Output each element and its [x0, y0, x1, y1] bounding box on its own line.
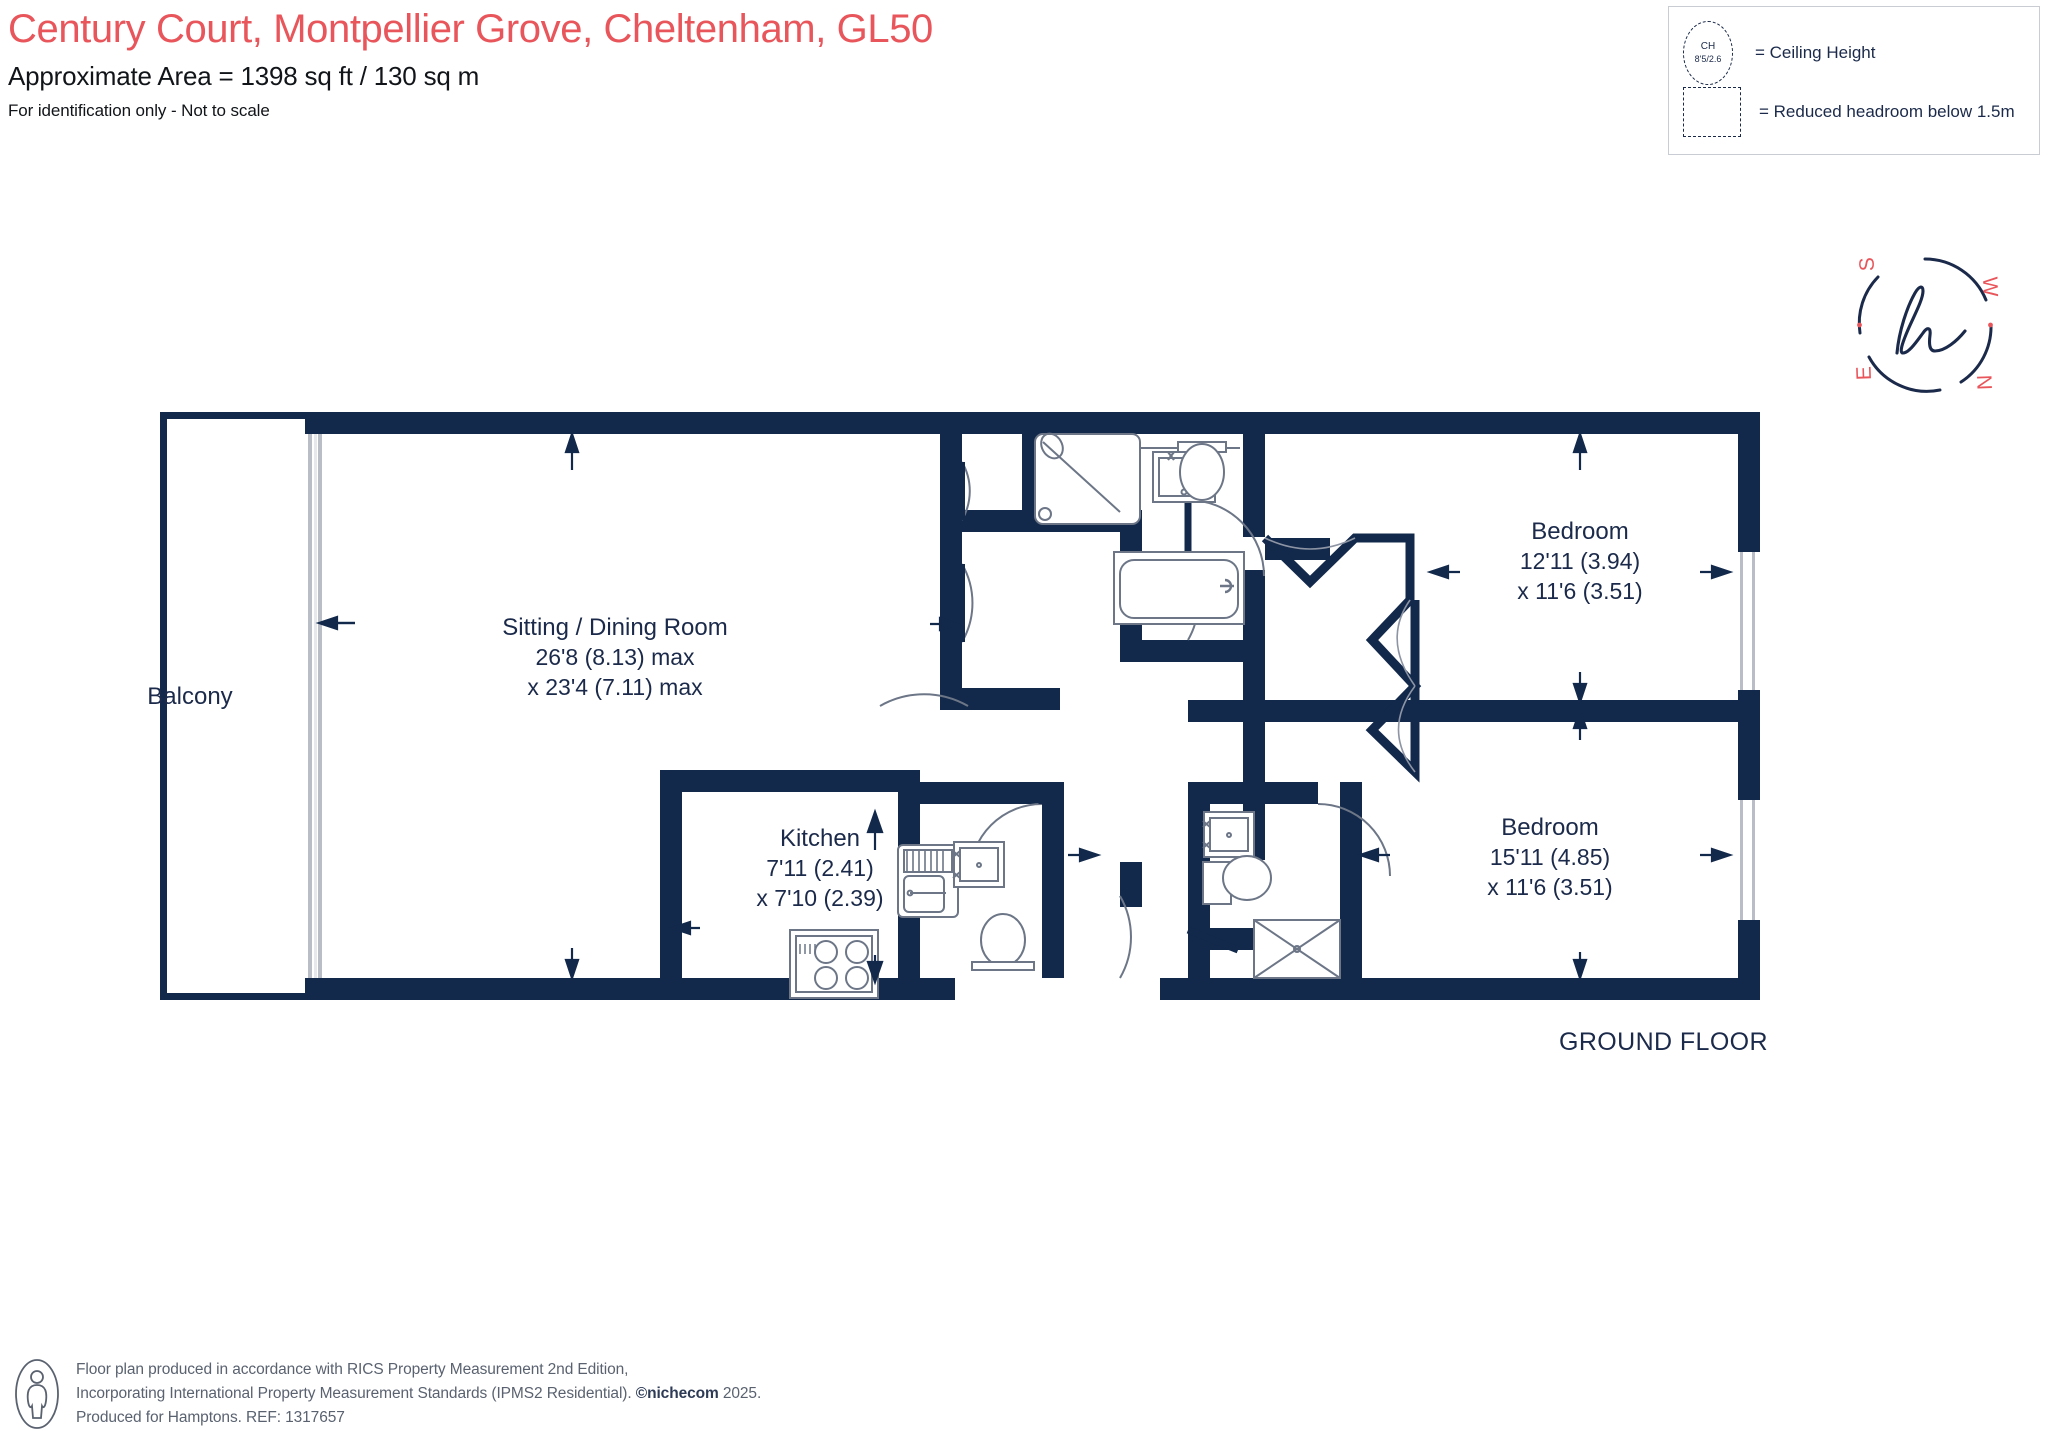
- room-dim1-sitting-dining: 26'8 (8.13) max: [535, 644, 695, 671]
- identification-notice: For identification only - Not to scale: [8, 101, 270, 121]
- wall-ensuite-top: [1188, 782, 1318, 804]
- legend-ceiling-height-label: = Ceiling Height: [1755, 43, 1876, 62]
- wardrobe-bifold-doors: [1261, 533, 1422, 783]
- ceiling-height-icon: CH 8'5/2.6: [1683, 21, 1733, 85]
- wall-hall-shower-divider: [962, 510, 1024, 532]
- approximate-area: Approximate Area = 1398 sq ft / 130 sq m: [8, 61, 480, 92]
- wall-kitchen-top: [660, 770, 920, 792]
- hamptons-monogram-icon: [1895, 285, 1967, 355]
- footer-line-2: Incorporating International Property Mea…: [76, 1382, 761, 1406]
- wall-exterior-bottom-right: [1160, 978, 1760, 1000]
- wall-wc-right: [1042, 782, 1064, 978]
- wall-kitchen-top-right: [940, 688, 1060, 710]
- room-dim2-bedroom-2: x 11'6 (3.51): [1487, 874, 1613, 901]
- wall-bedroom-divider: [1188, 700, 1740, 722]
- door-swing-sitting-hall: [879, 693, 969, 707]
- wall-exterior-right-mid: [1738, 690, 1760, 800]
- ceiling-height-symbol-bottom: 8'5/2.6: [1694, 53, 1722, 64]
- wall-bathroom-right-upper: [1243, 412, 1265, 537]
- room-name-sitting-dining: Sitting / Dining Room: [502, 614, 728, 641]
- page-title: Century Court, Montpellier Grove, Chelte…: [8, 7, 933, 51]
- wall-left-stub-top: [305, 412, 327, 434]
- compass-label-west: W: [1978, 276, 2002, 297]
- footer-year: 2025.: [722, 1385, 762, 1403]
- balcony-outline: [160, 412, 312, 1000]
- wc-basin-icon: [952, 841, 1005, 888]
- legend-reduced-headroom-label: = Reduced headroom below 1.5m: [1759, 102, 2015, 121]
- legend-box: CH 8'5/2.6 = Ceiling Height = Reduced he…: [1668, 6, 2040, 155]
- room-name-bedroom-1: Bedroom: [1531, 518, 1629, 545]
- bathtub-icon: [1113, 551, 1245, 625]
- room-dim2-sitting-dining: x 23'4 (7.11) max: [527, 674, 703, 701]
- floor-level-label: GROUND FLOOR: [1559, 1028, 1768, 1056]
- room-name-kitchen: Kitchen: [779, 825, 861, 852]
- cooker-hob-icon: [789, 929, 879, 999]
- footer: Floor plan produced in accordance with R…: [14, 1358, 761, 1430]
- walls-layer: [160, 412, 1760, 1000]
- kitchen-sink-icon: [897, 844, 959, 918]
- ensuite-basin-icon: [1202, 811, 1255, 858]
- wall-exterior-right-upper: [1738, 412, 1760, 552]
- compass-label-east: E: [1853, 366, 1876, 381]
- room-label-sitting-dining: Sitting / Dining Room 26'8 (8.13) max x …: [365, 612, 865, 703]
- wall-wc-top: [920, 782, 1045, 804]
- reduced-headroom-icon: [1683, 87, 1741, 137]
- wall-bathroom-bottom: [1120, 640, 1265, 662]
- window-right-upper: [1740, 552, 1755, 690]
- legend-reduced-headroom-row: = Reduced headroom below 1.5m: [1683, 87, 2015, 137]
- compass-tick-west: [1857, 322, 1862, 328]
- window-right-lower: [1740, 800, 1755, 920]
- footer-ipms-text: Incorporating International Property Mea…: [76, 1385, 632, 1403]
- footer-copyright: ©nichecom: [635, 1385, 719, 1403]
- room-label-bedroom-2: Bedroom 15'11 (4.85) x 11'6 (3.51): [1370, 812, 1730, 903]
- compass-tick-east: [1988, 322, 1993, 328]
- header: Century Court, Montpellier Grove, Chelte…: [8, 6, 1208, 121]
- shower-cubicle-icon: [1034, 432, 1141, 525]
- wc-toilet-icon: [971, 913, 1035, 971]
- door-swing-ensuite: [1317, 803, 1391, 877]
- ensuite-toilet-icon: [1202, 855, 1272, 905]
- dimension-arrows-layer: [315, 430, 1734, 986]
- footer-line-1: Floor plan produced in accordance with R…: [76, 1361, 629, 1378]
- compass-label-north: N: [1972, 374, 1996, 390]
- compass-label-south: S: [1856, 257, 1879, 272]
- ceiling-height-symbol-top: CH: [1700, 41, 1716, 53]
- footer-line-3: Produced for Hamptons. REF: 1317657: [76, 1409, 345, 1427]
- wall-ensuite-right: [1340, 782, 1362, 978]
- room-label-bedroom-1: Bedroom 12'11 (3.94) x 11'6 (3.51): [1400, 516, 1760, 607]
- door-swing-hall-upper: [961, 563, 974, 643]
- room-dim1-bedroom-2: 15'11 (4.85): [1489, 844, 1611, 871]
- wardrobe-door-swing-lines: [1264, 537, 1416, 773]
- room-dim2-bedroom-1: x 11'6 (3.51): [1517, 578, 1643, 605]
- shower-tray-icon: [1253, 919, 1341, 979]
- door-swing-bedroom2: [1119, 895, 1132, 979]
- room-name-balcony: Balcony: [147, 683, 233, 710]
- toilet-icon-top: [1177, 441, 1227, 501]
- room-label-balcony: Balcony: [110, 681, 270, 712]
- wall-hall-stub: [1120, 862, 1142, 907]
- room-dim1-bedroom-1: 12'11 (3.94): [1519, 548, 1641, 575]
- sliding-door-balcony: [308, 434, 322, 978]
- person-accessibility-icon: [15, 1359, 59, 1429]
- room-dim1-kitchen: 7'11 (2.41): [766, 855, 874, 882]
- compass-rose: S W E N: [1853, 257, 2002, 393]
- wall-ensuite-bottom-left: [1188, 928, 1270, 950]
- footer-text-block: Floor plan produced in accordance with R…: [76, 1358, 761, 1430]
- room-name-bedroom-2: Bedroom: [1501, 814, 1599, 841]
- legend-ceiling-height-row: CH 8'5/2.6 = Ceiling Height: [1683, 21, 1876, 85]
- room-dim2-kitchen: x 7'10 (2.39): [756, 885, 884, 912]
- room-label-kitchen: Kitchen 7'11 (2.41) x 7'10 (2.39): [660, 823, 980, 914]
- wall-left-stub-bottom: [305, 978, 327, 1000]
